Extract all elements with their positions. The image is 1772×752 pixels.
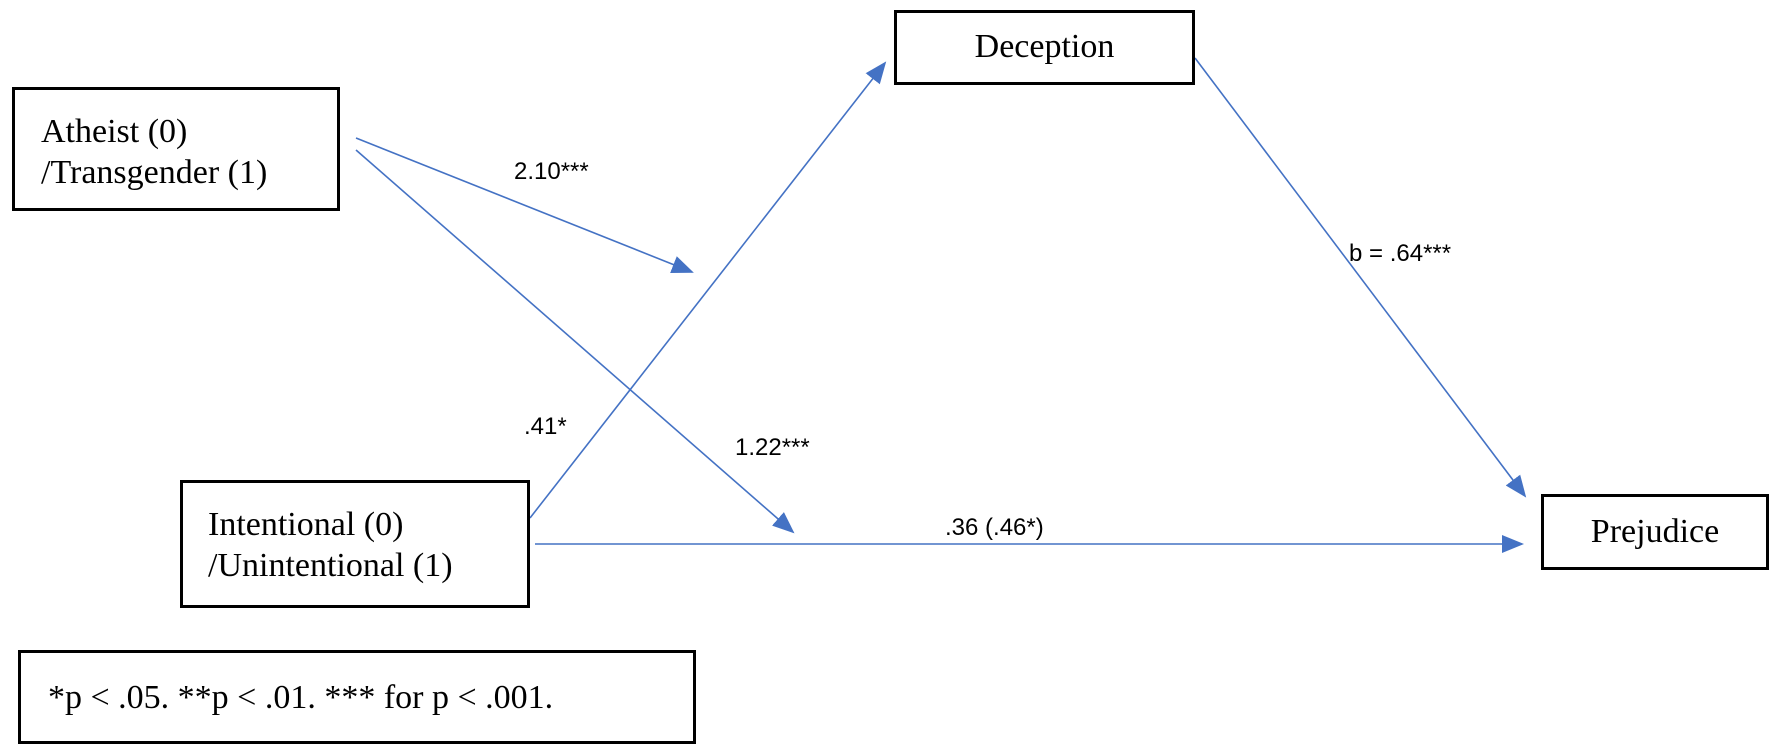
coef-atheist-to-deception-path: 2.10*** — [514, 158, 589, 185]
coef-deception-to-prejudice: b = .64*** — [1349, 240, 1452, 267]
footnote-text: *p < .05. **p < .01. *** for p < .001. — [48, 679, 554, 716]
arrow-atheist-to-deception-path — [355, 137, 694, 273]
node-intentional-unintentional: Intentional (0) /Unintentional (1) — [180, 480, 530, 608]
footnote-box: *p < .05. **p < .01. *** for p < .001. — [18, 650, 696, 744]
node-intentional-unintentional-line1: Intentional (0) — [208, 506, 404, 543]
node-intentional-unintentional-line2: /Unintentional (1) — [208, 546, 453, 584]
node-prejudice: Prejudice — [1541, 494, 1769, 570]
arrow-atheist-to-direct-path — [355, 149, 795, 534]
node-atheist-transgender: Atheist (0) /Transgender (1) — [12, 87, 340, 211]
node-atheist-transgender-line2: /Transgender (1) — [41, 153, 268, 191]
node-deception: Deception — [894, 10, 1195, 85]
arrow-deception-to-prejudice — [1194, 57, 1527, 498]
arrow-intentional-to-deception — [529, 61, 887, 519]
coef-intentional-to-deception: .41* — [524, 413, 567, 440]
coef-intentional-to-prejudice: .36 (.46*) — [945, 514, 1044, 541]
node-prejudice-label: Prejudice — [1590, 512, 1720, 550]
node-atheist-transgender-line1: Atheist (0) — [41, 113, 188, 150]
node-deception-label: Deception — [974, 28, 1115, 66]
coef-atheist-to-direct-path: 1.22*** — [735, 434, 810, 461]
